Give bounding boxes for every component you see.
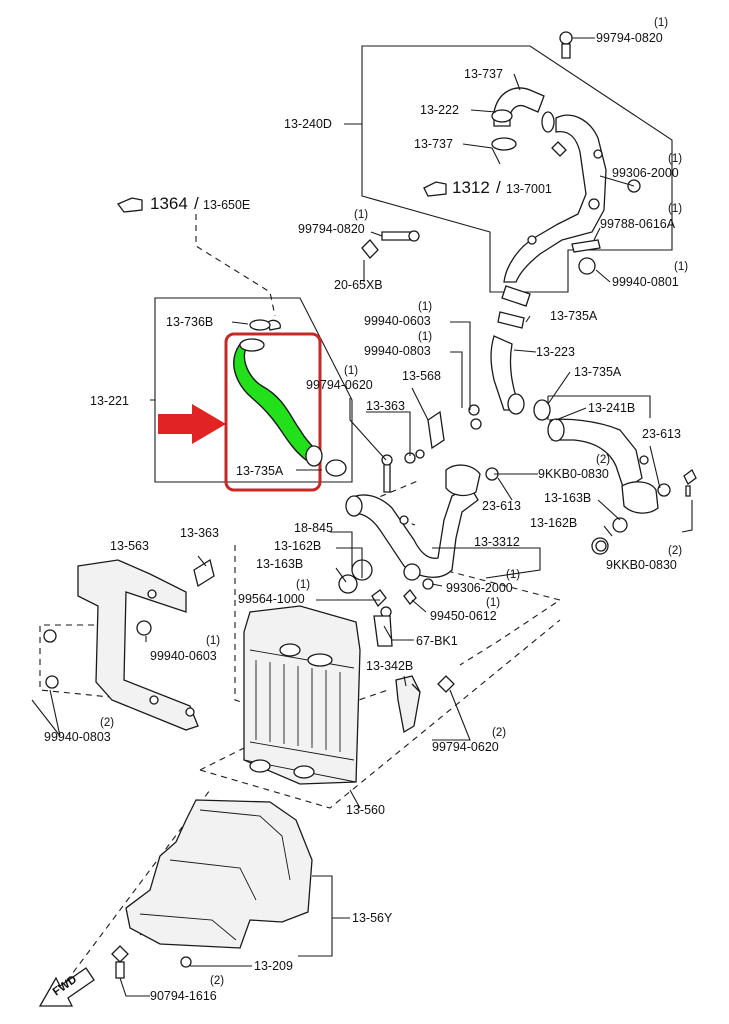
part-code: 99940-0603: [150, 649, 217, 663]
highlighted-hose-13-221: [233, 341, 320, 461]
part-code: 13-240D: [284, 117, 332, 131]
part-qty: (1): [506, 569, 520, 581]
part-code: 90794-1616: [150, 989, 217, 1003]
part-code: 13-3312: [474, 535, 520, 549]
part-qty: (1): [206, 635, 220, 647]
part-qty: (1): [674, 261, 688, 273]
part-code: 13-363: [180, 526, 219, 540]
reference-hand-icon: [116, 181, 447, 213]
part-qty: (1): [486, 597, 500, 609]
part-qty: (1): [354, 209, 368, 221]
part-qty: (1): [668, 153, 682, 165]
part-code: 99450-0612: [430, 609, 497, 623]
part-code: 13-737: [414, 137, 453, 151]
part-code: 13-735A: [574, 365, 622, 379]
part-code: 9KKB0-0830: [538, 467, 609, 481]
part-code: 99788-0616A: [600, 217, 676, 231]
part-code: 23-613: [642, 427, 681, 441]
reference-label: 1312: [452, 178, 490, 197]
hose-end-ring: [305, 445, 323, 467]
middle-hose-assembly: [490, 311, 697, 555]
bracket-13-563: [43, 558, 215, 731]
part-callouts: (1) 99794-0820 13-737 13-222 13-240D 13-…: [44, 17, 688, 1003]
bracket-13-342B: [395, 675, 455, 734]
part-code: 99306-2000: [612, 166, 679, 180]
part-code: 13-163B: [544, 491, 591, 505]
part-code: 13-363: [366, 399, 405, 413]
part-code: 99940-0801: [612, 275, 679, 289]
part-code: 13-162B: [530, 516, 577, 530]
intercooler-13-560: [243, 605, 361, 785]
part-qty: (1): [418, 331, 432, 343]
part-code: 13-56Y: [352, 911, 393, 925]
part-code: 99940-0803: [44, 730, 111, 744]
part-qty: (2): [100, 717, 114, 729]
fwd-arrow: [38, 967, 95, 1007]
part-qty: (1): [418, 301, 432, 313]
reference-sublabel: 13-650E: [203, 198, 250, 212]
group-box-13-221: [154, 297, 353, 483]
part-code: 13-241B: [588, 401, 635, 415]
part-code: 20-65XB: [334, 278, 383, 292]
part-code: 13-163B: [256, 557, 303, 571]
part-code: 13-223: [536, 345, 575, 359]
part-code: 99940-0803: [364, 344, 431, 358]
part-qty: (1): [654, 17, 668, 29]
part-qty: (1): [344, 365, 358, 377]
part-qty: (2): [668, 545, 682, 557]
part-qty: (1): [296, 579, 310, 591]
hose-end-ring: [239, 338, 265, 352]
part-code: 13-209: [254, 959, 293, 973]
part-code: 99794-0820: [596, 31, 663, 45]
part-qty: (2): [210, 975, 224, 987]
part-code: 13-222: [420, 103, 459, 117]
group-box-13-240D: [361, 45, 673, 293]
part-code: 13-162B: [274, 539, 321, 553]
air-duct-13-56Y: [111, 799, 313, 979]
part-code: 99794-0820: [298, 222, 365, 236]
red-pointer-arrow: [158, 404, 226, 444]
part-qty: (2): [596, 454, 610, 466]
part-code: 13-735A: [236, 464, 284, 478]
part-code: 99794-0620: [306, 378, 373, 392]
part-code: 13-563: [110, 539, 149, 553]
part-code: 99564-1000: [238, 592, 305, 606]
part-code: 9KKB0-0830: [606, 558, 677, 572]
part-code: 13-568: [402, 369, 441, 383]
part-code: 13-342B: [366, 659, 413, 673]
part-qty: (2): [492, 727, 506, 739]
part-code: 13-735A: [550, 309, 598, 323]
reference-slash: /: [496, 178, 501, 197]
part-code: 13-560: [346, 803, 385, 817]
part-code: 23-613: [482, 499, 521, 513]
reference-label: 1364: [150, 194, 188, 213]
part-code: 18-845: [294, 521, 333, 535]
part-code: 67-BK1: [416, 634, 458, 648]
part-qty: (1): [668, 203, 682, 215]
highlight-box: [224, 332, 322, 492]
part-code: 13-736B: [166, 315, 213, 329]
reference-slash: /: [194, 194, 199, 213]
part-code: 99306-2000: [446, 581, 513, 595]
part-code: 99794-0620: [432, 740, 499, 754]
part-code: 13-737: [464, 67, 503, 81]
leader-lines: [31, 37, 693, 997]
part-code: 13-221: [90, 394, 129, 408]
upper-pipe-assembly: [361, 31, 641, 307]
part-code: 99940-0603: [364, 314, 431, 328]
reference-sublabel: 13-7001: [506, 182, 552, 196]
